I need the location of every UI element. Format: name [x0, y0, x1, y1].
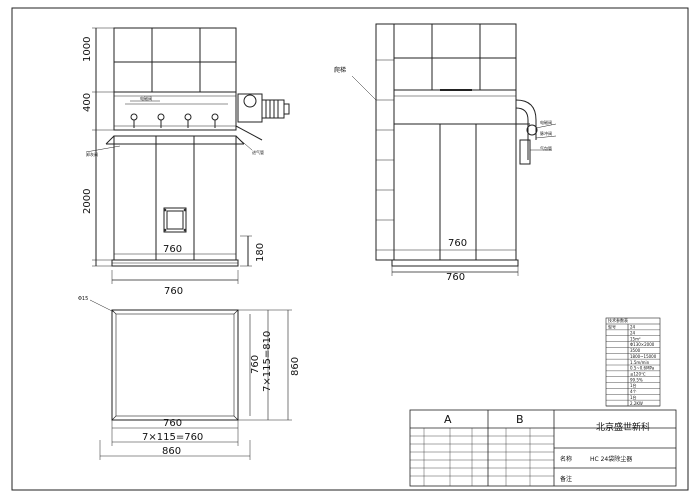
spec-row-value: 1800~15000 [630, 354, 657, 359]
dim-1000: 1000 [82, 37, 93, 62]
callout-air-pipe: 气包管 [540, 145, 552, 151]
dim-plan-860: 860 [162, 446, 181, 457]
spec-row-value: 15m² [630, 336, 641, 341]
callout-ladder: 爬梯 [334, 66, 346, 74]
dim-phi15: Φ15 [78, 296, 88, 302]
front-view [85, 27, 290, 284]
dim-plan-7x115-760: 7×115=760 [142, 432, 203, 443]
spec-row-value: 2.2KW [630, 401, 643, 406]
callout-solenoid-valve: 电磁阀 [140, 95, 152, 101]
title-name-value: HC 24袋除尘器 [590, 455, 632, 463]
spec-row-value: Φ130×2000 [630, 342, 655, 347]
dim-plan-760-vertical: 760 [250, 355, 261, 374]
dim-plan-760: 760 [163, 418, 182, 429]
spec-table-header: 技术参数表 [608, 317, 628, 323]
callout-ash-valve: 卸灰阀 [86, 151, 98, 157]
callout-inlet-pipe: 进气管 [252, 149, 264, 155]
spec-row-value: 1.5m/min [630, 360, 650, 365]
side-view-labels: 爬梯 电磁阀 脉冲阀 气包管 760 760 [334, 66, 552, 283]
spec-row-value: 0.5~0.6MPa [630, 366, 655, 371]
spec-row-value: 24 [630, 325, 636, 330]
plan-view-labels: Φ15 760 7×115=760 860 760 7×115=810 860 [78, 296, 301, 457]
spec-row-value: 1台 [630, 394, 637, 400]
spec-row-value: 4个 [630, 389, 637, 394]
dim-760-side-inner: 760 [448, 238, 467, 249]
spec-row-label: 型号 [608, 324, 616, 330]
spec-row-value: ≤120℃ [630, 372, 646, 377]
spec-row-value: 99.5% [630, 377, 643, 382]
drawing-frame [11, 7, 689, 491]
dim-760-inner: 760 [163, 244, 182, 255]
side-view [351, 23, 557, 276]
spec-row-value: 3500 [630, 348, 641, 353]
spec-row-value: 1台 [630, 382, 637, 388]
plan-view [89, 299, 292, 460]
dim-400: 400 [82, 93, 93, 112]
title-company: 北京盛世新科 [596, 421, 650, 433]
spec-row-value: 24 [630, 331, 636, 336]
dim-2000: 2000 [82, 189, 93, 214]
dim-760-side-outer: 760 [446, 272, 465, 283]
callout-pulse-valve: 脉冲阀 [540, 130, 552, 136]
title-col-b: B [516, 413, 524, 426]
dim-180: 180 [255, 243, 266, 262]
front-view-labels: 1000 400 2000 180 760 760 电磁阀 卸灰阀 进气管 [82, 37, 266, 297]
dim-plan-860-vertical: 860 [290, 357, 301, 376]
title-block-labels: A B 北京盛世新科 名称 HC 24袋除尘器 备注 [444, 413, 650, 483]
dim-plan-7x115-810: 7×115=810 [262, 331, 273, 392]
title-name-label: 名称 [560, 455, 572, 463]
title-remark-label: 备注 [560, 475, 572, 483]
dim-760-outer: 760 [164, 286, 183, 297]
title-col-a: A [444, 413, 452, 426]
title-block [409, 409, 677, 487]
callout-solenoid-valve-side: 电磁阀 [540, 119, 552, 125]
